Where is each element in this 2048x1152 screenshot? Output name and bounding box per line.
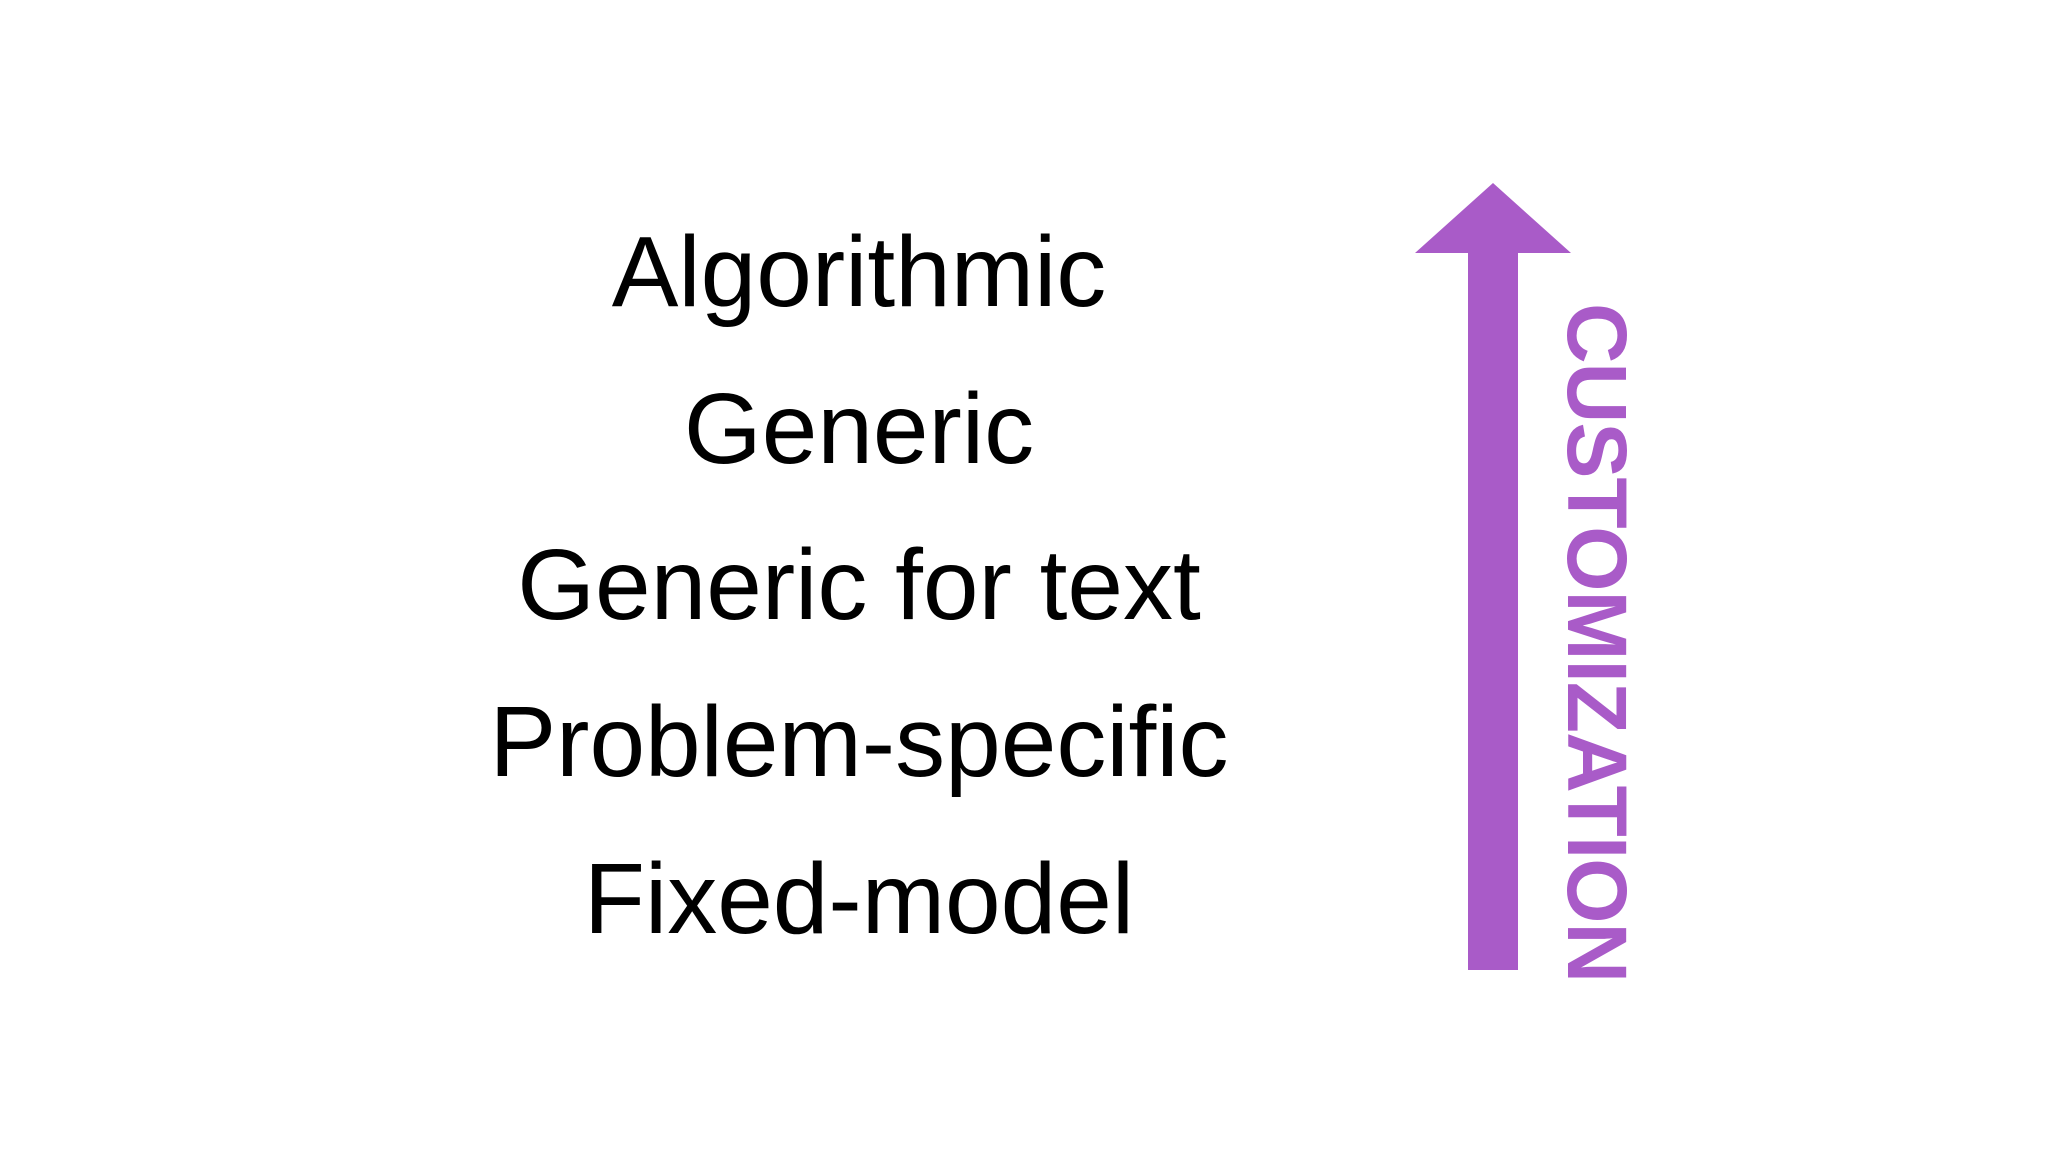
- level-generic: Generic: [683, 373, 1035, 485]
- customization-label-text: CUSTOMIZATION: [1550, 303, 1644, 983]
- customization-label: CUSTOMIZATION: [1550, 303, 1644, 982]
- arrow-up-shape: [1415, 183, 1571, 970]
- level-generic-for-text: Generic for text: [517, 529, 1201, 641]
- level-problem-specific: Problem-specific: [489, 686, 1229, 798]
- level-algorithmic: Algorithmic: [611, 216, 1107, 328]
- level-fixed-model: Fixed-model: [583, 843, 1135, 955]
